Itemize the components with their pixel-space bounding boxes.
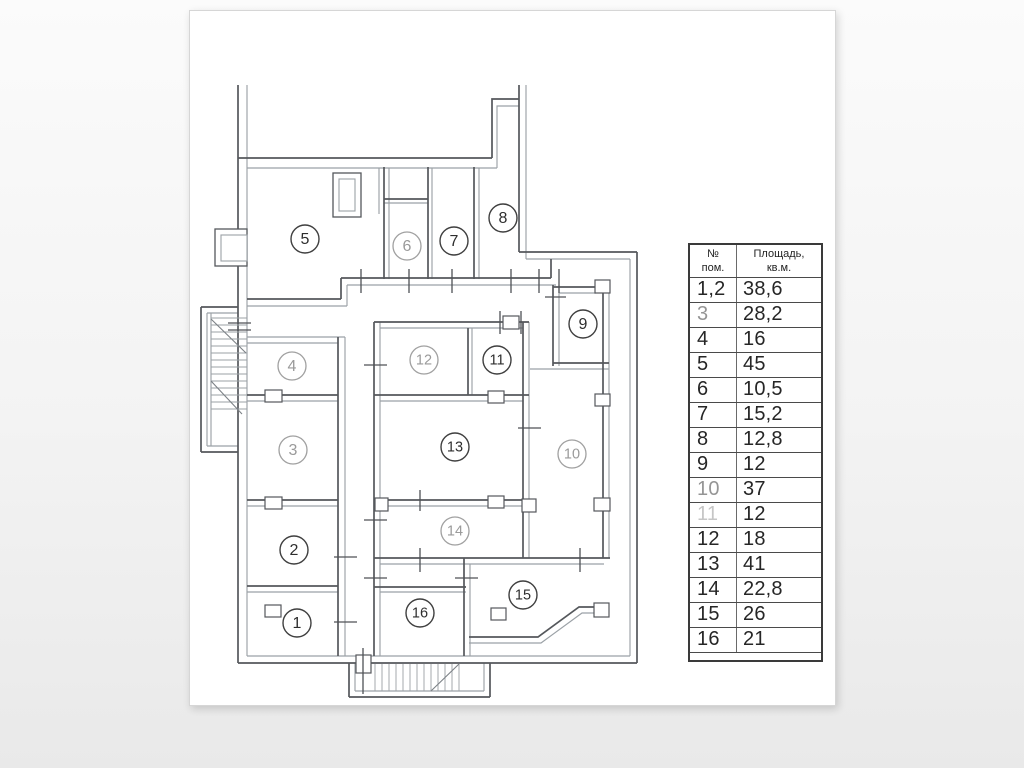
table-header: № пом. Площадь, кв.м.: [690, 245, 821, 277]
cell-room-area: 12: [743, 503, 766, 525]
room-label: 10: [557, 439, 587, 469]
table-row: 6 10,5: [690, 377, 821, 402]
svg-text:16: 16: [412, 606, 428, 622]
table-row: 14 22,8: [690, 577, 821, 602]
room-label: 11: [482, 345, 512, 375]
cell-room-number: 14: [690, 578, 737, 602]
svg-text:15: 15: [515, 588, 531, 604]
header-room-number-line2: пом.: [701, 262, 725, 274]
tick-marks: [228, 269, 581, 694]
table-row: 12 18: [690, 527, 821, 552]
room-label: 14: [440, 516, 470, 546]
header-room-number: № пом.: [690, 245, 737, 277]
table-row: 8 12,8: [690, 427, 821, 452]
header-area-line1: Площадь,: [753, 247, 805, 260]
cell-room-area: 21: [743, 628, 766, 650]
svg-text:12: 12: [416, 353, 432, 369]
room-label: 16: [405, 598, 435, 628]
cell-room-number: 16: [690, 628, 737, 652]
room-label: 8: [488, 203, 518, 233]
cell-room-area: 37: [743, 478, 766, 500]
header-room-number-line1: №: [707, 247, 719, 260]
svg-text:8: 8: [499, 210, 508, 227]
table-row: 9 12: [690, 452, 821, 477]
cell-room-area: 12: [743, 453, 766, 475]
cell-room-area: 12,8: [743, 428, 783, 450]
cell-room-number: 8: [690, 428, 737, 452]
svg-text:11: 11: [489, 353, 504, 369]
room-label: 7: [439, 226, 469, 256]
shaft-structures: [214, 172, 362, 267]
room-label: 6: [392, 231, 422, 261]
table-row: 5 45: [690, 352, 821, 377]
cell-room-number: 13: [690, 553, 737, 577]
cell-room-area: 10,5: [743, 378, 783, 400]
door-markers: [264, 279, 611, 674]
cell-room-number: 1,2: [690, 278, 737, 302]
header-area: Площадь, кв.м.: [737, 245, 821, 277]
svg-text:4: 4: [288, 358, 297, 375]
cell-room-area: 45: [743, 353, 766, 375]
svg-text:1: 1: [293, 615, 302, 632]
cell-room-number: 6: [690, 378, 737, 402]
room-label: 9: [568, 309, 598, 339]
svg-text:3: 3: [289, 442, 298, 459]
cell-room-number: 9: [690, 453, 737, 477]
table-rows: 1,2 38,6 3 28,2 4 16 5 45 6 10,5: [690, 277, 821, 652]
cell-room-number: 11: [690, 503, 737, 527]
cell-room-area: 41: [743, 553, 766, 575]
room-label: 4: [277, 351, 307, 381]
table-row: 7 15,2: [690, 402, 821, 427]
stair-treads: [210, 317, 460, 692]
cell-room-area: 26: [743, 603, 766, 625]
room-label: 13: [440, 432, 470, 462]
svg-text:9: 9: [579, 316, 588, 333]
svg-text:7: 7: [450, 233, 459, 250]
room-label: 1: [282, 608, 312, 638]
table-row: 16 21: [690, 627, 821, 652]
cell-room-area: 18: [743, 528, 766, 550]
cell-room-number: 4: [690, 328, 737, 352]
table-row: 3 28,2: [690, 302, 821, 327]
header-area-line2: кв.м.: [766, 262, 792, 274]
svg-text:2: 2: [290, 542, 299, 559]
cell-room-number: 15: [690, 603, 737, 627]
table-row: 4 16: [690, 327, 821, 352]
room-label: 12: [409, 345, 439, 375]
room-label: 15: [508, 580, 538, 610]
area-table: № пом. Площадь, кв.м. 1,2 38,6 3 28,2 4 …: [688, 243, 823, 662]
table-row: 10 37: [690, 477, 821, 502]
cell-room-number: 5: [690, 353, 737, 377]
table-row: 15 26: [690, 602, 821, 627]
table-bottom-strip: [690, 652, 821, 663]
cell-room-area: 15,2: [743, 403, 783, 425]
svg-text:6: 6: [403, 238, 412, 255]
room-label: 5: [290, 224, 320, 254]
cell-room-area: 16: [743, 328, 766, 350]
svg-text:13: 13: [447, 440, 463, 456]
svg-text:5: 5: [301, 231, 310, 248]
cell-room-number: 7: [690, 403, 737, 427]
cell-room-number: 12: [690, 528, 737, 552]
cell-room-area: 22,8: [743, 578, 783, 600]
cell-room-area: 28,2: [743, 303, 783, 325]
svg-text:10: 10: [564, 447, 580, 463]
table-row: 1,2 38,6: [690, 277, 821, 302]
cell-room-number: 3: [690, 303, 737, 327]
table-row: 11 12: [690, 502, 821, 527]
cell-room-number: 10: [690, 478, 737, 502]
table-row: 13 41: [690, 552, 821, 577]
room-label: 2: [279, 535, 309, 565]
room-label: 3: [278, 435, 308, 465]
svg-text:14: 14: [447, 524, 463, 540]
cell-room-area: 38,6: [743, 278, 783, 300]
